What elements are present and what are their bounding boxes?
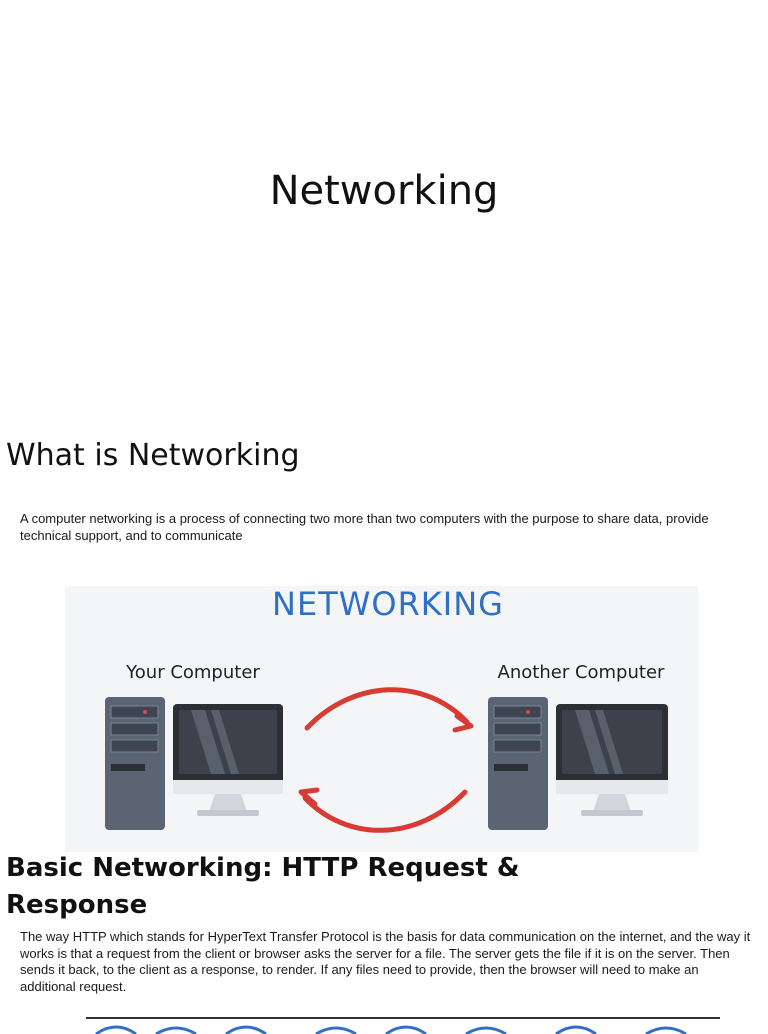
networking-illustration: NETWORKING Your Computer Another Compute… — [65, 586, 698, 852]
another-computer-label: Another Computer — [498, 662, 665, 683]
cropped-illustration — [86, 1014, 720, 1034]
right-computer-icon — [488, 697, 668, 830]
http-explanation-paragraph: The way HTTP which stands for HyperText … — [20, 929, 751, 994]
http-heading-line2: Response — [6, 890, 148, 920]
exchange-arrows-icon — [298, 687, 474, 833]
illustration-title: NETWORKING — [272, 586, 504, 623]
section-heading-what-is-networking: What is Networking — [6, 438, 300, 473]
left-computer-icon — [105, 697, 283, 830]
networking-definition-paragraph: A computer networking is a process of co… — [20, 511, 709, 543]
section-heading-http: Basic Networking: HTTP Request & Respons… — [6, 850, 520, 924]
your-computer-label: Your Computer — [125, 662, 260, 683]
http-heading-line1: Basic Networking: HTTP Request & — [6, 853, 520, 883]
slide-title: Networking — [269, 168, 499, 214]
